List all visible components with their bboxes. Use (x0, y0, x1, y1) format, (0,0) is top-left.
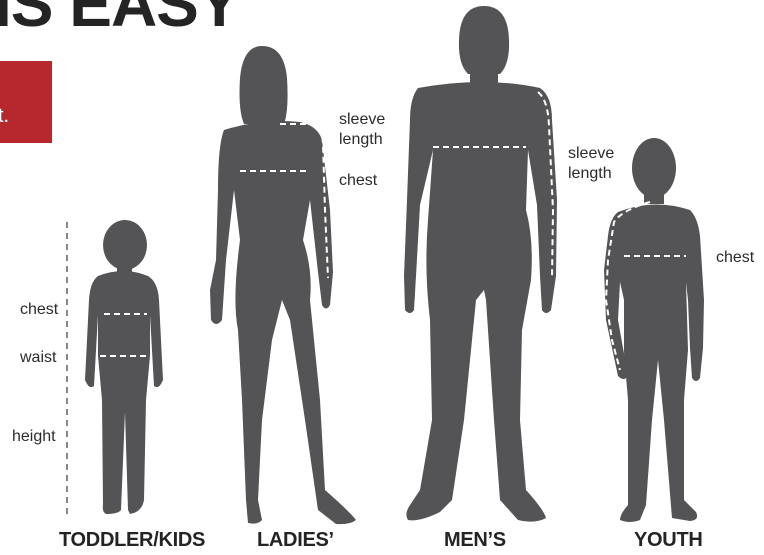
category-ladies: LADIES’ (257, 529, 334, 552)
ladies-silhouette (210, 46, 356, 524)
mens-sleeve-label-line1: sleeve (568, 144, 614, 163)
ladies-sleeve-label-line1: sleeve (339, 110, 385, 129)
category-youth: YOUTH (634, 529, 703, 552)
kids-chest-label: chest (20, 300, 58, 319)
kids-height-label: height (12, 427, 56, 446)
mens-sleeve-label-line2: length (568, 164, 612, 183)
mens-silhouette (404, 6, 557, 522)
ladies-sleeve-label-line2: length (339, 130, 383, 149)
category-mens: MEN’S (444, 529, 506, 552)
category-toddler-kids: TODDLER/KIDS (59, 529, 205, 552)
ladies-chest-label: chest (339, 171, 377, 190)
youth-chest-label: chest (716, 248, 754, 267)
toddler-silhouette (85, 220, 163, 514)
kids-waist-label: waist (20, 348, 56, 367)
youth-silhouette (604, 138, 704, 522)
